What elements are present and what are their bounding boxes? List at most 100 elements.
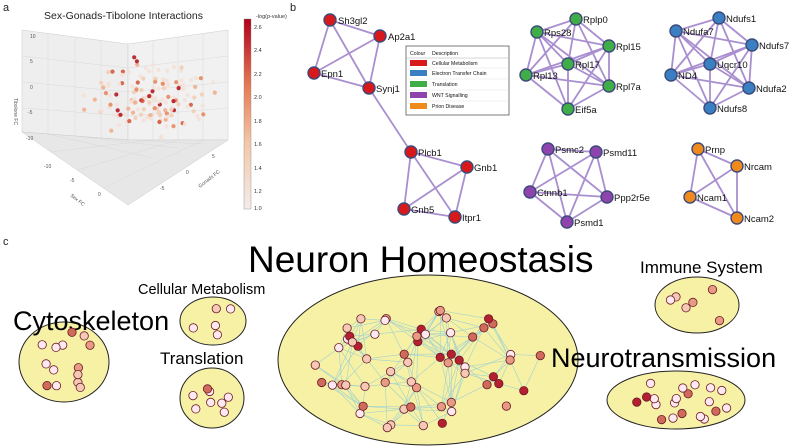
scatter-point [82,107,87,112]
gene-label: Psmd1 [574,218,604,229]
colorbar-gradient [243,18,252,210]
cluster-edge [464,359,511,368]
legend-swatch [410,60,427,66]
cluster-node [668,413,678,423]
y-axis-label: Gonads FC [198,169,222,190]
cluster-edge [359,413,388,428]
scatter-point [161,86,166,91]
scatter-point [114,102,119,107]
gene-node [460,160,474,174]
cluster-edge [509,359,525,391]
gene-node [703,101,717,115]
cluster-node [41,359,51,369]
cluster-node [188,390,198,401]
x-axis-label: Sex FC [69,193,86,208]
scatter-point [169,107,174,112]
scatter-point [106,70,111,75]
cluster-edge [364,362,408,387]
cluster-node [717,385,727,396]
z-tick: -5 [28,110,33,116]
legend-item-label: Cellular Metabolism [432,61,478,67]
scatter-point [201,112,206,117]
cluster-node [705,383,716,393]
gene-node [404,145,418,159]
gene-node [691,142,705,156]
gene-label: Ctnnb1 [537,188,568,199]
cluster-node [446,397,456,407]
cluster-edge [360,318,367,359]
cluster-edge [390,371,412,408]
cluster-node [436,402,446,412]
gene-node [307,66,321,80]
cluster-node [188,323,198,333]
cluster-edge [441,373,466,407]
cluster-edge [417,332,451,342]
cluster-edge [332,346,359,386]
cluster-node [519,386,529,396]
scatter-point [158,113,163,118]
scatter-point [163,100,168,105]
scatter-point [150,96,155,101]
gene-node [683,190,697,204]
cluster-edge [483,327,511,361]
gene-node [602,79,616,93]
gene-node [730,159,744,173]
cluster-edge [472,336,511,361]
scatter-point [135,107,140,112]
cluster-node [385,366,396,377]
cluster-node [479,323,489,333]
scatter-point [200,103,205,108]
cluster-edge [441,362,449,407]
gene-node [745,38,759,52]
cluster-node [202,384,213,394]
cluster-node [671,393,681,404]
scatter-point [117,81,122,86]
cluster-node [73,369,83,380]
cluster-node [656,414,667,425]
cluster-node [711,406,721,416]
scatter-point [166,82,171,87]
cluster-edge [425,334,452,355]
scatter-points [81,55,217,141]
cluster-node [42,380,52,391]
scatter-point [144,115,149,120]
scatter-point [132,55,137,60]
scatter-point [134,87,139,92]
scatter-point [193,76,198,81]
cluster-node [342,323,352,333]
scatter-point [117,122,122,127]
scatter-point [171,95,176,100]
scatter-point [188,102,193,107]
scatter-point [160,97,165,102]
cluster-node [360,381,370,391]
scatter-point [143,65,148,70]
cluster-node [223,392,233,402]
gene-label: Epn1 [321,69,343,80]
scatter-point [185,104,190,109]
cluster-node [380,377,390,387]
legend-swatch [410,103,427,109]
cluster-node [341,380,351,390]
gene-label: Ndufa7 [683,27,714,38]
gene-label: Gnb5 [411,205,434,216]
cluster-edge [386,318,418,337]
cluster-edge [338,347,367,360]
gene-node [561,102,575,116]
cluster-edge [416,341,419,388]
colorbar-tick: 2.0 [254,95,262,101]
cluster-node-layer [37,284,732,433]
cluster-node [399,349,409,359]
gene-node [541,142,555,156]
gene-label: Ndufa2 [756,84,787,95]
scatter-point [122,112,127,117]
cluster-edge [510,354,541,356]
gene-node [560,215,574,229]
cluster-edge [446,317,473,338]
colorbar-tick: 1.0 [254,206,262,212]
scatter-point [127,119,132,124]
cluster-node [645,378,656,388]
colorbar-tick: 1.2 [254,189,262,195]
scatter-point [156,99,161,104]
cluster-edge [384,382,412,408]
